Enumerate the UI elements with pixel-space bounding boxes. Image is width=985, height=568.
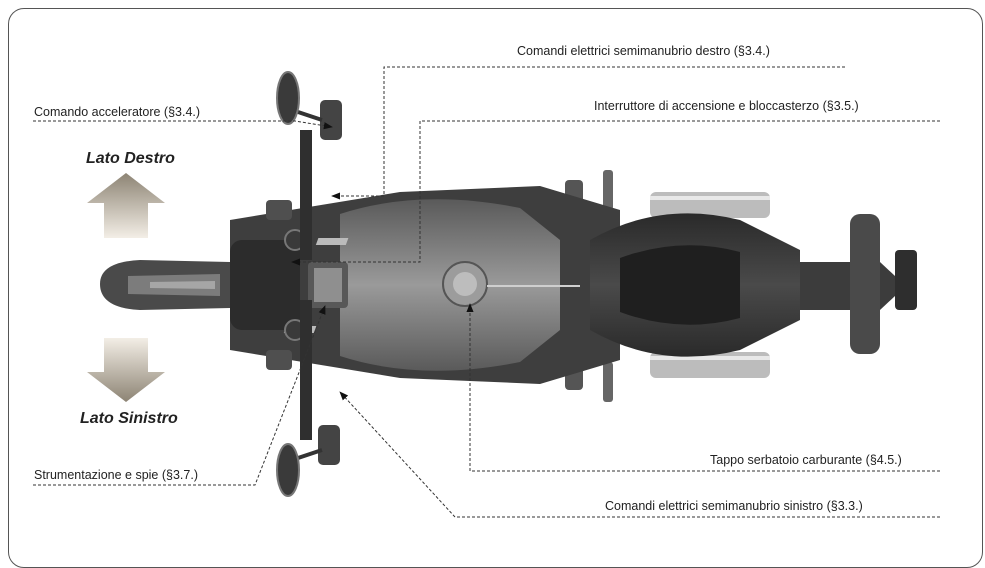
right-side-arrow: [87, 173, 165, 238]
callout-right-controls: Comandi elettrici semimanubrio destro (§…: [517, 44, 770, 58]
callout-instruments: Strumentazione e spie (§3.7.): [34, 468, 198, 482]
leader-right-controls: [332, 67, 845, 196]
callout-fuel-cap: Tappo serbatoio carburante (§4.5.): [710, 453, 902, 467]
right-side-label: Lato Destro: [86, 150, 175, 168]
callout-left-controls: Comandi elettrici semimanubrio sinistro …: [605, 499, 863, 513]
callout-throttle: Comando acceleratore (§3.4.): [34, 105, 200, 119]
callout-ignition: Interruttore di accensione e bloccasterz…: [594, 99, 859, 113]
motorcycle-illustration: [100, 72, 917, 496]
left-side-arrow: [87, 338, 165, 402]
left-side-label: Lato Sinistro: [80, 410, 178, 428]
